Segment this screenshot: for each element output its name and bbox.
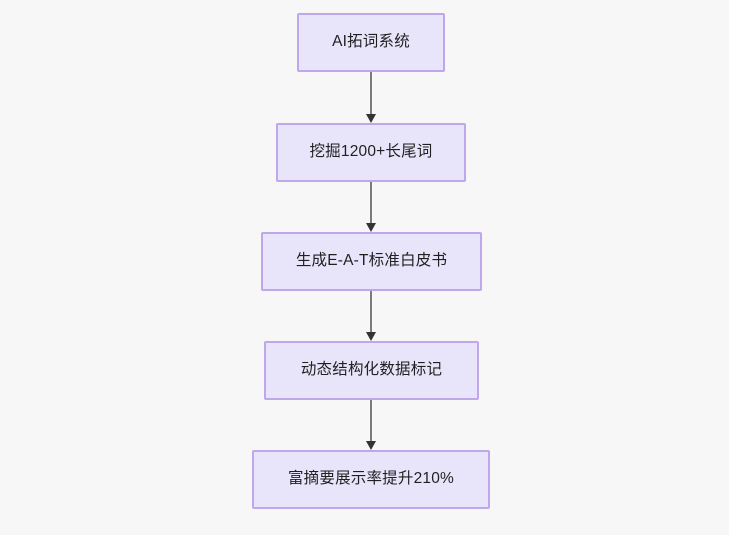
arrowhead-icon <box>366 441 376 450</box>
flow-edge-2 <box>366 182 376 232</box>
flow-node-dynamic-structured-data-markup[interactable]: 动态结构化数据标记 <box>264 341 479 400</box>
edge-line <box>370 291 372 333</box>
flow-node-label: AI拓词系统 <box>332 33 410 51</box>
arrowhead-icon <box>366 223 376 232</box>
flow-node-rich-snippet-impression-uplift[interactable]: 富摘要展示率提升210% <box>252 450 490 509</box>
flow-node-label: 富摘要展示率提升210% <box>287 470 455 488</box>
arrowhead-icon <box>366 114 376 123</box>
flow-node-label: 挖掘1200+长尾词 <box>309 143 433 161</box>
arrowhead-icon <box>366 332 376 341</box>
flow-node-label: 生成E-A-T标准白皮书 <box>295 252 448 270</box>
flow-node-mine-longtail-keywords[interactable]: 挖掘1200+长尾词 <box>276 123 466 182</box>
flow-edge-3 <box>366 291 376 341</box>
edge-line <box>370 72 372 115</box>
flow-node-label: 动态结构化数据标记 <box>300 361 443 379</box>
flow-node-ai-keyword-system[interactable]: AI拓词系统 <box>297 13 445 72</box>
edge-line <box>370 182 372 224</box>
flow-node-generate-eat-whitepaper[interactable]: 生成E-A-T标准白皮书 <box>261 232 482 291</box>
edge-line <box>370 400 372 442</box>
flow-edge-1 <box>366 72 376 123</box>
flow-edge-4 <box>366 400 376 450</box>
